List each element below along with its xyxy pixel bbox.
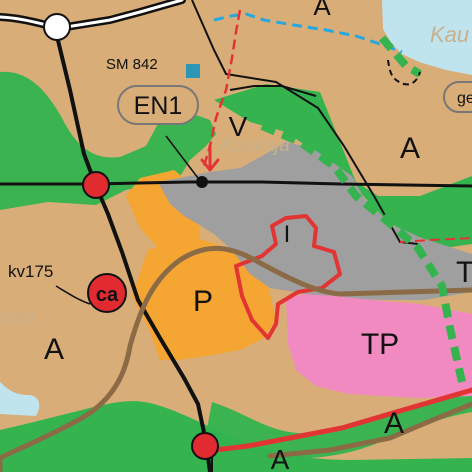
en1-point-marker[interactable] bbox=[196, 176, 208, 188]
ge2-label-box bbox=[443, 81, 472, 113]
a-left-label: A bbox=[44, 333, 64, 366]
junction-marker-red-bottom[interactable] bbox=[191, 432, 219, 460]
t-label: T bbox=[456, 256, 472, 289]
sm842-square-marker bbox=[186, 64, 200, 78]
red-arrow-icon bbox=[200, 144, 220, 172]
ca-marker[interactable] bbox=[87, 273, 127, 313]
thin-road-short bbox=[229, 85, 317, 97]
kau-label: Kau bbox=[430, 22, 469, 47]
i-label: I bbox=[284, 221, 291, 248]
junction-marker-red[interactable] bbox=[82, 171, 110, 199]
tp-label: TP bbox=[361, 328, 399, 361]
a-bottom-right-label: A bbox=[384, 407, 404, 440]
kv175-label: kv175 bbox=[8, 262, 53, 281]
red-dashed-line-right bbox=[399, 237, 472, 243]
a-top-label: A bbox=[313, 0, 331, 21]
en1-leader-line bbox=[165, 135, 199, 179]
ge2-label: ge2 bbox=[457, 90, 472, 107]
green-dashed-corridor bbox=[260, 122, 466, 383]
brown-trail-bottom bbox=[267, 401, 472, 459]
a-bottom-label: A bbox=[271, 444, 290, 472]
green-zone-center bbox=[214, 84, 472, 250]
green-zone-bottom bbox=[0, 401, 472, 472]
p-label: P bbox=[193, 285, 213, 318]
ca-label: ca bbox=[96, 284, 119, 306]
red-outline-area bbox=[234, 214, 342, 340]
v-label: V bbox=[229, 111, 248, 142]
black-road-main bbox=[53, 27, 212, 472]
brown-trail bbox=[0, 245, 472, 472]
anta-label: anta bbox=[0, 307, 36, 327]
water-area bbox=[382, 0, 472, 75]
junction-marker-white[interactable] bbox=[43, 13, 71, 41]
black-dashed-ring bbox=[387, 59, 421, 86]
a-top-right-label: A bbox=[400, 132, 420, 165]
green-dashed-corridor-top bbox=[378, 35, 422, 78]
kaukaja-label: Kaukaja bbox=[221, 135, 290, 156]
pink-area bbox=[286, 294, 472, 398]
horizontal-boundary-road bbox=[0, 180, 472, 188]
en1-label: EN1 bbox=[134, 92, 183, 120]
small-water-area bbox=[0, 382, 40, 416]
red-road-bottom bbox=[195, 387, 472, 455]
en1-label-box bbox=[117, 85, 199, 125]
sm842-label: SM 842 bbox=[106, 56, 158, 73]
blue-dashed-line bbox=[213, 12, 403, 54]
kv175-leader-line bbox=[55, 285, 91, 305]
